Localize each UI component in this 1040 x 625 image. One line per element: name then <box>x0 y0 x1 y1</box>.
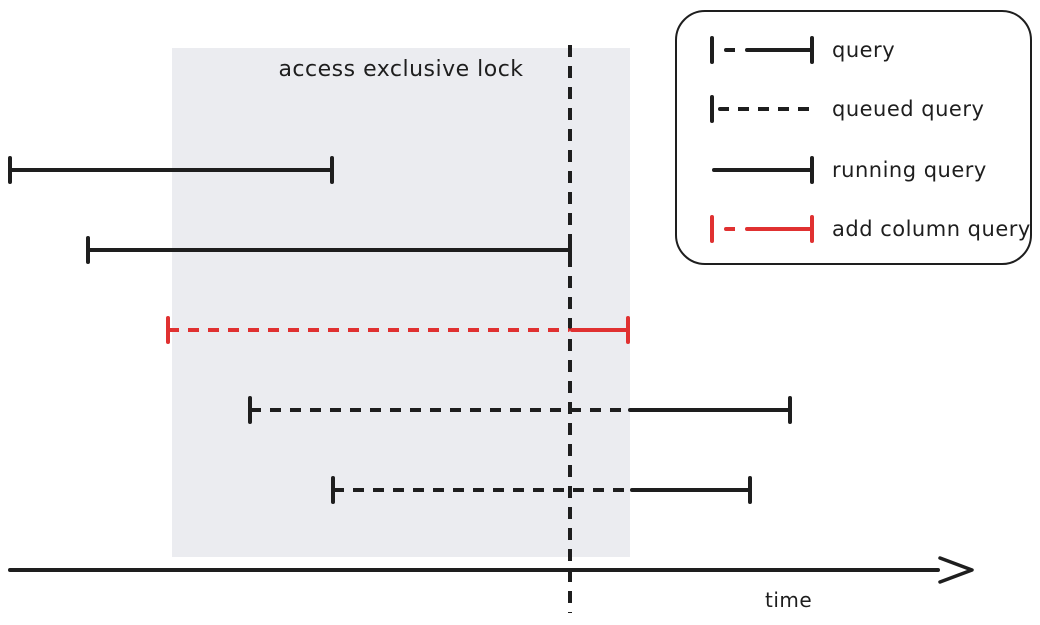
query-bar-segment <box>745 48 812 52</box>
query-bar-segment <box>630 488 750 492</box>
query-bar-cap <box>810 215 814 243</box>
query-bar-cap <box>8 156 12 184</box>
query-bar-cap <box>788 396 792 424</box>
time-axis-arrowhead-icon <box>938 556 974 584</box>
legend-item-label: query <box>832 38 896 62</box>
legend-item-label: add column query <box>832 217 1031 241</box>
query-bar-cap <box>86 236 90 264</box>
query-bar-segment <box>724 48 738 52</box>
legend-sample-line <box>710 36 814 64</box>
legend-item: add column query <box>710 215 1030 243</box>
legend-sample-line <box>710 95 812 123</box>
query-bar-segment <box>712 168 812 172</box>
lock-release-dashed-line <box>568 45 572 613</box>
query-bar-cap <box>166 316 170 344</box>
legend: query queued query running query add column… <box>675 10 1032 265</box>
query-bar-segment <box>724 227 738 231</box>
time-axis-label: time <box>765 588 813 612</box>
query-bar-segment <box>628 408 790 412</box>
query-bar-cap <box>810 36 814 64</box>
legend-item: queued query <box>710 95 1012 123</box>
legend-item: query <box>710 36 1012 64</box>
lock-region: access exclusive lock <box>172 48 630 557</box>
query-bar-cap <box>710 36 714 64</box>
query-bar-segment <box>745 227 812 231</box>
legend-sample-line <box>710 215 814 243</box>
time-axis-line <box>8 568 940 572</box>
legend-item: running query <box>712 156 1012 184</box>
query-bar-cap <box>710 95 714 123</box>
query-bar-cap <box>710 215 714 243</box>
legend-item-label: queued query <box>832 97 985 121</box>
query-bar-segment <box>718 107 812 111</box>
lock-region-label: access exclusive lock <box>278 57 524 82</box>
query-bar-cap <box>748 476 752 504</box>
legend-sample-line <box>712 156 814 184</box>
legend-item-label: running query <box>832 158 987 182</box>
query-bar-cap <box>810 156 814 184</box>
